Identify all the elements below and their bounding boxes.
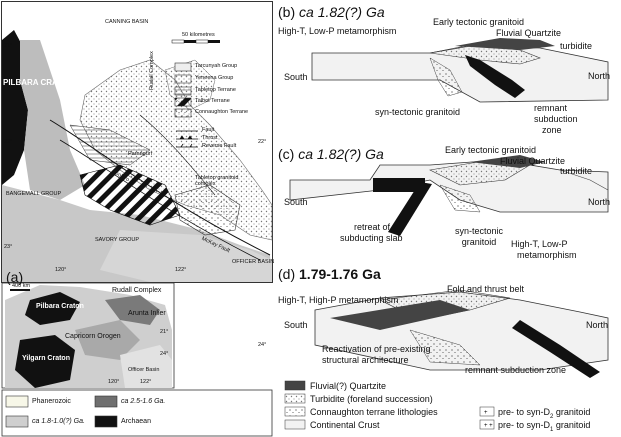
- section-b-remnant: remnant subduction zone: [534, 103, 578, 135]
- legend-tarcunyah: Tarcunyah Group: [195, 63, 238, 69]
- section-b-slab: [465, 55, 525, 98]
- talbot-terrane-shape: [79, 164, 181, 226]
- legend-talbot: Talbot Terrane: [195, 98, 230, 104]
- section-b-fluvial: Fluvial Quartzite: [496, 28, 562, 38]
- label-canning-basin: CANNING BASIN: [105, 19, 149, 25]
- svg-text:+ +: + +: [484, 423, 493, 429]
- legend-tabletop: Tabletop Terrane: [195, 87, 236, 93]
- inset-lat24: 24°: [160, 351, 169, 357]
- label-officer: OFFICER BASIN: [232, 259, 275, 265]
- legend-yeneena: Yeneena Group: [195, 75, 234, 81]
- legend-connaughton-lith: Connaughton terrane lithologies: [310, 407, 438, 417]
- legend-rudall-complex: Rudall Complex: [149, 51, 155, 90]
- inset-yilgarn-shape: [15, 335, 75, 388]
- coord-lat22: 22°: [4, 139, 13, 145]
- section-c-south: South: [284, 197, 308, 207]
- section-c-title: (c) ca 1.82(?) Ga: [278, 146, 384, 162]
- section-c-turbidite: turbidite: [560, 166, 593, 176]
- coord-lat23: 23°: [4, 244, 13, 250]
- section-d-slab: [512, 320, 600, 378]
- coord-lat24: 24°: [258, 342, 267, 348]
- inset-lon122: 122°: [140, 379, 152, 385]
- inset-lon120: 120°: [108, 379, 120, 385]
- inset-pilbara-shape: [25, 292, 80, 325]
- section-d-remnant: remnant subduction zone: [465, 365, 567, 375]
- section-b-south: South: [284, 72, 308, 82]
- map-panel: [1, 1, 273, 283]
- legend-connaughton: Connaughton Terrane: [195, 109, 249, 115]
- section-c-early-granitoid: Early tectonic granitoid: [445, 145, 537, 155]
- coord-lon122: 122°: [175, 267, 187, 273]
- inset-rudall: Rudall Complex: [112, 287, 162, 294]
- section-c-syn-granitoid: syn-tectonic granitoid: [455, 226, 504, 247]
- label-savory: SAVORY GROUP: [95, 237, 140, 243]
- legend-ca18: ca 1.8-1.0(?) Ga.: [32, 418, 85, 425]
- legend-preD2-granitoid: pre- to syn-D2 granitoid: [498, 407, 591, 420]
- legend-fluvial-quartzite: Fluvial(?) Quartzite: [310, 381, 387, 391]
- inset-capricorn: Capricorn Orogen: [65, 333, 121, 340]
- legend-continental-crust: Continental Crust: [310, 420, 380, 430]
- legend-thrust: Thrust: [202, 135, 218, 141]
- legend-preD1-granitoid: pre- to syn-D1 granitoid: [498, 420, 591, 433]
- section-c-fluvial: Fluvial Quartzite: [500, 156, 566, 166]
- legend-archaean: Archaean: [121, 418, 151, 425]
- inset-yilgarn: Yilgarn Craton: [22, 355, 70, 362]
- section-b-metamorphism: High-T, Low-P metamorphism: [278, 26, 397, 36]
- inset-lat21: 21°: [160, 329, 169, 335]
- map-scale-label: 50 kilometres: [182, 32, 215, 38]
- section-b-turbidite: turbidite: [560, 41, 593, 51]
- section-b-early-granitoid: Early tectonic granitoid: [433, 17, 525, 27]
- section-b-north: North: [588, 71, 611, 81]
- inset-scale: 400 km: [12, 283, 31, 289]
- label-bangemall: BANGEMALL GROUP: [6, 191, 62, 197]
- section-d-reactivation: Reactivation of pre-existing structural …: [322, 344, 431, 365]
- label-pilbara-craton: PILBARA CRATON: [3, 78, 74, 87]
- label-parnngurr: Parnngurr: [128, 151, 153, 157]
- inset-pilbara: Pilbara Craton: [36, 303, 84, 310]
- panel-label-a: (a): [6, 269, 24, 285]
- label-tabletop-complex: Tabletop granitoid complex: [195, 175, 239, 187]
- section-d-title: (d) 1.79-1.76 Ga: [278, 266, 381, 282]
- svg-text:+: +: [484, 410, 488, 416]
- inset-officer: Officer Basin: [128, 367, 160, 373]
- section-d-north: North: [586, 320, 609, 330]
- legend-ca2516: ca 2.5-1.6 Ga.: [121, 398, 166, 405]
- legend-fault: Fault: [202, 127, 215, 133]
- section-d-south: South: [284, 320, 308, 330]
- section-c-retreat: retreat of subducting slab: [340, 222, 403, 243]
- coord-lat21: 21°: [4, 43, 13, 49]
- section-b-syn-granitoid: syn-tectonic granitoid: [375, 107, 461, 117]
- section-b-title: (b) ca 1.82(?) Ga: [278, 4, 385, 20]
- coord-lat22r: 22°: [258, 139, 267, 145]
- section-c-north: North: [588, 197, 611, 207]
- legend-reverse-fault: Reverse Fault: [202, 143, 237, 149]
- legend-turbidite: Turbidite (foreland succession): [310, 394, 433, 404]
- section-d-fold: Fold and thrust belt: [447, 284, 525, 294]
- inset-arunta: Arunta Inlier: [128, 310, 166, 317]
- section-d-metamorphism: High-T, High-P metamorphism: [278, 295, 399, 305]
- pilbara-craton-shape: [2, 30, 28, 185]
- legend-phanerozoic: Phanerozoic: [32, 398, 71, 405]
- section-c-metamorphism: High-T, Low-P metamorphism: [511, 239, 577, 260]
- section-c-slab: [388, 182, 432, 236]
- coord-lon120: 120°: [55, 267, 67, 273]
